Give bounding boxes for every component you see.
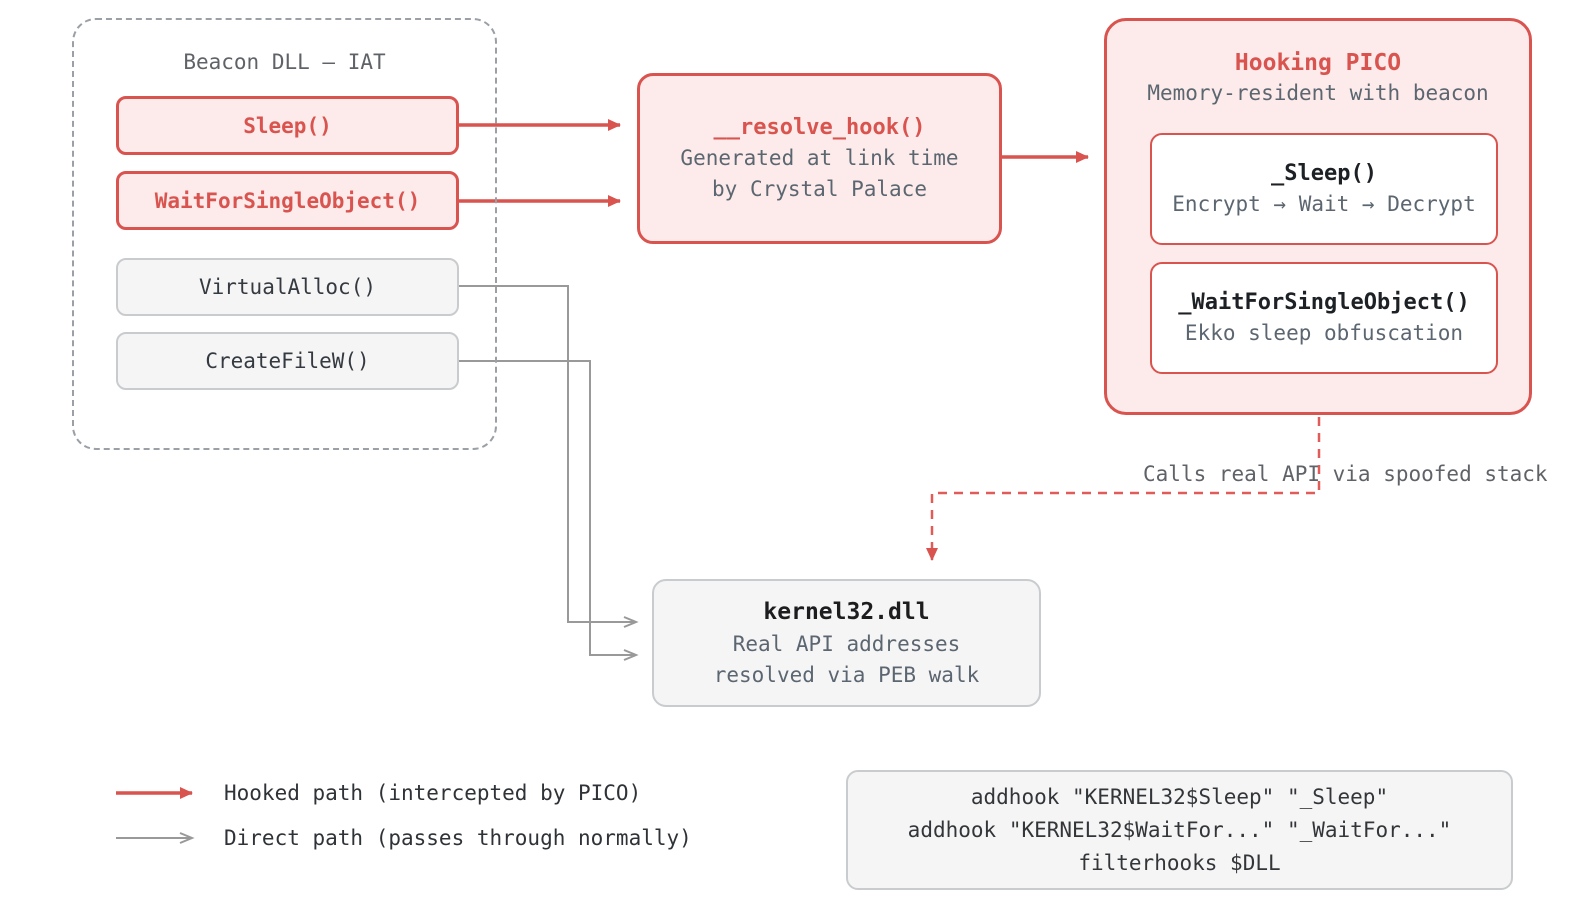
resolve-hook-line1: Generated at link time (680, 145, 959, 170)
legend-direct-label: Direct path (passes through normally) (224, 826, 692, 850)
iat-entry-sleep: Sleep() (116, 96, 459, 155)
pico-hook-sleep-name: _Sleep() (1271, 161, 1377, 186)
iat-entry-sleep-label: Sleep() (243, 113, 332, 138)
hooking-pico-node: Hooking PICO Memory-resident with beacon… (1104, 18, 1532, 415)
script-line-3: filterhooks $DLL (1078, 850, 1281, 875)
hooking-pico-subtitle: Memory-resident with beacon (1147, 81, 1489, 105)
iat-entry-virtualalloc-label: VirtualAlloc() (198, 275, 376, 299)
connector-createfilew-to-kernel32 (459, 360, 639, 661)
kernel32-node: kernel32.dll Real API addresses resolved… (652, 579, 1041, 707)
pico-hook-waitforsingleobject: _WaitForSingleObject() Ekko sleep obfusc… (1150, 262, 1498, 374)
spoofed-stack-label: Calls real API via spoofed stack (1143, 462, 1548, 486)
connector-virtualalloc-to-kernel32 (459, 285, 639, 628)
iat-entry-waitforsingleobject-label: WaitForSingleObject() (154, 188, 421, 213)
pico-hook-sleep-desc: Encrypt → Wait → Decrypt (1172, 192, 1476, 216)
hooking-pico-title: Hooking PICO (1234, 50, 1402, 76)
resolve-hook-line2: by Crystal Palace (712, 176, 927, 201)
iat-entry-virtualalloc: VirtualAlloc() (116, 258, 459, 316)
beacon-iat-container: Beacon DLL — IAT (72, 18, 497, 450)
legend-hooked-label: Hooked path (intercepted by PICO) (224, 781, 642, 805)
iat-entry-createfilew-label: CreateFileW() (205, 349, 370, 373)
kernel32-line1: Real API addresses (732, 632, 961, 656)
iat-entry-createfilew: CreateFileW() (116, 332, 459, 390)
kernel32-title: kernel32.dll (763, 599, 930, 625)
iat-entry-waitforsingleobject: WaitForSingleObject() (116, 171, 459, 230)
connector-pico-to-kernel32-spoofed (926, 369, 1321, 561)
beacon-iat-title: Beacon DLL — IAT (183, 50, 386, 74)
pico-hook-waitforsingleobject-desc: Ekko sleep obfuscation (1184, 321, 1464, 345)
resolve-hook-node: __resolve_hook() Generated at link time … (637, 73, 1002, 244)
pico-hook-sleep: _Sleep() Encrypt → Wait → Decrypt (1150, 133, 1498, 245)
script-line-1: addhook "KERNEL32$Sleep" "_Sleep" (970, 784, 1389, 809)
kernel32-line2: resolved via PEB walk (713, 663, 980, 687)
resolve-hook-title: __resolve_hook() (713, 114, 926, 140)
script-line-2: addhook "KERNEL32$WaitFor..." "_WaitFor.… (907, 817, 1452, 842)
script-box: addhook "KERNEL32$Sleep" "_Sleep" addhoo… (846, 770, 1513, 890)
pico-hook-waitforsingleobject-name: _WaitForSingleObject() (1178, 290, 1470, 315)
